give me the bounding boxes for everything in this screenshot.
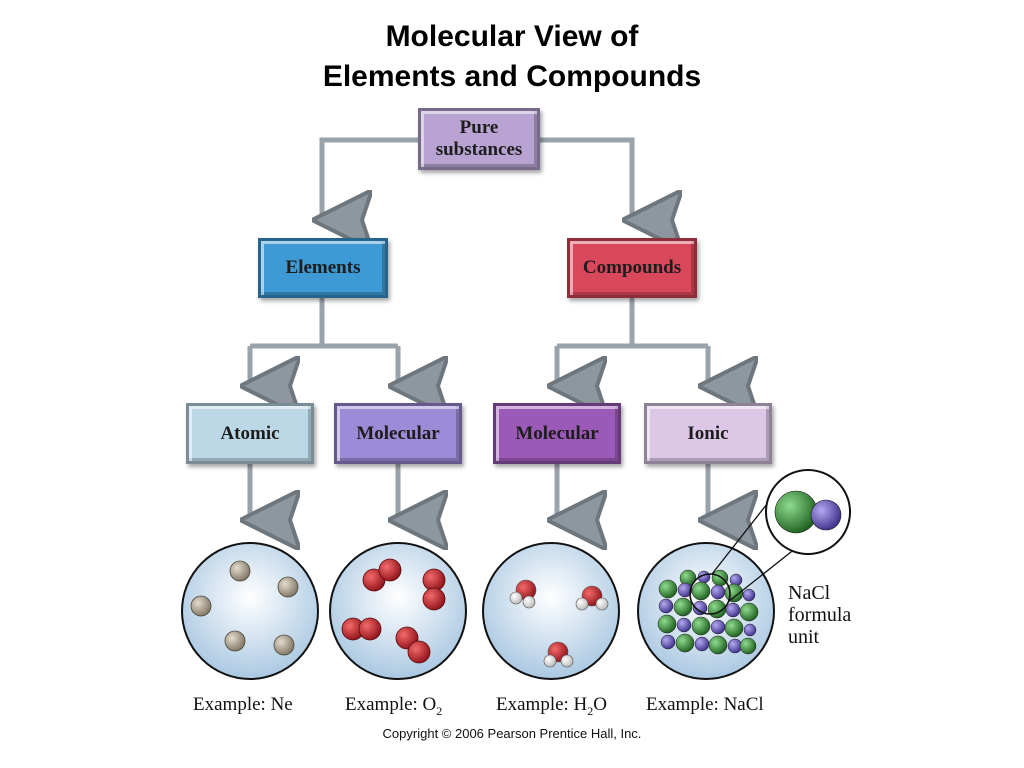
caption-o2-sub: 2 — [436, 703, 443, 718]
o-atom — [358, 617, 382, 641]
nacl-formula-unit-label: NaCl formula unit — [788, 582, 851, 648]
o-atom — [378, 558, 402, 582]
title-line-2: Elements and Compounds — [322, 60, 702, 93]
zoom-na-ion — [810, 499, 842, 531]
box-ionic-label: Ionic — [687, 422, 729, 444]
box-pure-line-2: substances — [435, 139, 523, 160]
box-pure-substances: Pure substances — [418, 108, 540, 170]
ne-atom — [273, 634, 295, 656]
caption-h2o-sub: 2 — [587, 703, 594, 718]
copyright-text: Copyright © 2006 Pearson Prentice Hall, … — [382, 726, 642, 741]
na-ion — [710, 619, 726, 635]
caption-ne: Example: Ne — [193, 694, 293, 716]
ne-atom — [190, 595, 212, 617]
connector-pure-compounds — [540, 137, 632, 220]
h-atom — [543, 654, 557, 668]
na-ion — [710, 584, 726, 600]
o-atom — [407, 640, 431, 664]
box-atomic: Atomic — [186, 403, 314, 464]
caption-ne-prefix: Example: — [193, 694, 271, 715]
h2o-molecules — [509, 579, 609, 668]
nacl-label-line-3: unit — [788, 626, 820, 648]
ne-atom — [229, 560, 251, 582]
na-ion — [694, 636, 710, 652]
caption-nacl-formula: NaCl — [723, 694, 764, 715]
caption-o2: Example: O2 — [345, 694, 442, 719]
box-elements: Elements — [258, 238, 388, 298]
cl-ion — [724, 618, 744, 638]
box-pure-line-1: Pure — [459, 117, 499, 138]
circle-h2o — [482, 542, 620, 680]
connector-lines — [250, 137, 708, 520]
zoom-line-bottom — [727, 547, 797, 603]
o-atom — [422, 587, 446, 611]
ne-atom — [224, 630, 246, 652]
na-ion — [676, 617, 692, 633]
box-compounds-label: Compounds — [582, 257, 682, 278]
h-atom — [575, 597, 589, 611]
ne-atom — [277, 576, 299, 598]
cl-ion — [691, 616, 711, 636]
box-molecular-compounds: Molecular — [493, 403, 621, 464]
na-ion — [658, 598, 674, 614]
nacl-label-line-1: NaCl — [788, 582, 831, 604]
caption-h2o: Example: H2O — [496, 694, 607, 719]
box-atomic-label: Atomic — [220, 422, 280, 444]
caption-nacl-prefix: Example: — [646, 694, 724, 715]
title-line-1: Molecular View of — [385, 20, 639, 53]
box-ionic: Ionic — [644, 403, 772, 464]
h-atom — [522, 595, 536, 609]
na-ion — [742, 588, 756, 602]
box-elements-label: Elements — [285, 257, 361, 278]
cl-ion — [673, 597, 693, 617]
caption-h2o-suffix: O — [593, 694, 608, 715]
nacl-label-line-2: formula — [788, 604, 852, 626]
caption-ne-formula: Ne — [270, 694, 293, 715]
box-molecular-compounds-label: Molecular — [515, 422, 599, 444]
na-ion — [743, 623, 757, 637]
h-atom — [509, 591, 523, 605]
cl-ion — [658, 579, 678, 599]
h-atom — [595, 597, 609, 611]
cl-ion — [711, 569, 729, 587]
caption-o2-prefix: Example: O — [345, 694, 437, 715]
o2-molecules — [341, 558, 446, 664]
zoom-cl-ion — [774, 490, 818, 534]
na-ion — [692, 600, 708, 616]
connector-pure-elements — [322, 137, 418, 220]
ne-atoms — [190, 560, 299, 656]
formula-unit-highlight — [689, 573, 731, 615]
caption-h2o-prefix: Example: H — [496, 694, 588, 715]
cl-ion — [675, 633, 695, 653]
cl-ion — [657, 614, 677, 634]
box-molecular-elements: Molecular — [334, 403, 462, 464]
na-ion — [660, 634, 676, 650]
cl-ion — [708, 635, 728, 655]
cl-ion — [739, 637, 757, 655]
h-atom — [560, 654, 574, 668]
box-compounds: Compounds — [567, 238, 697, 298]
caption-nacl: Example: NaCl — [646, 694, 764, 716]
cl-ion — [739, 602, 759, 622]
box-molecular-elements-label: Molecular — [356, 422, 440, 444]
cl-ion — [691, 581, 711, 601]
na-ion — [725, 602, 741, 618]
